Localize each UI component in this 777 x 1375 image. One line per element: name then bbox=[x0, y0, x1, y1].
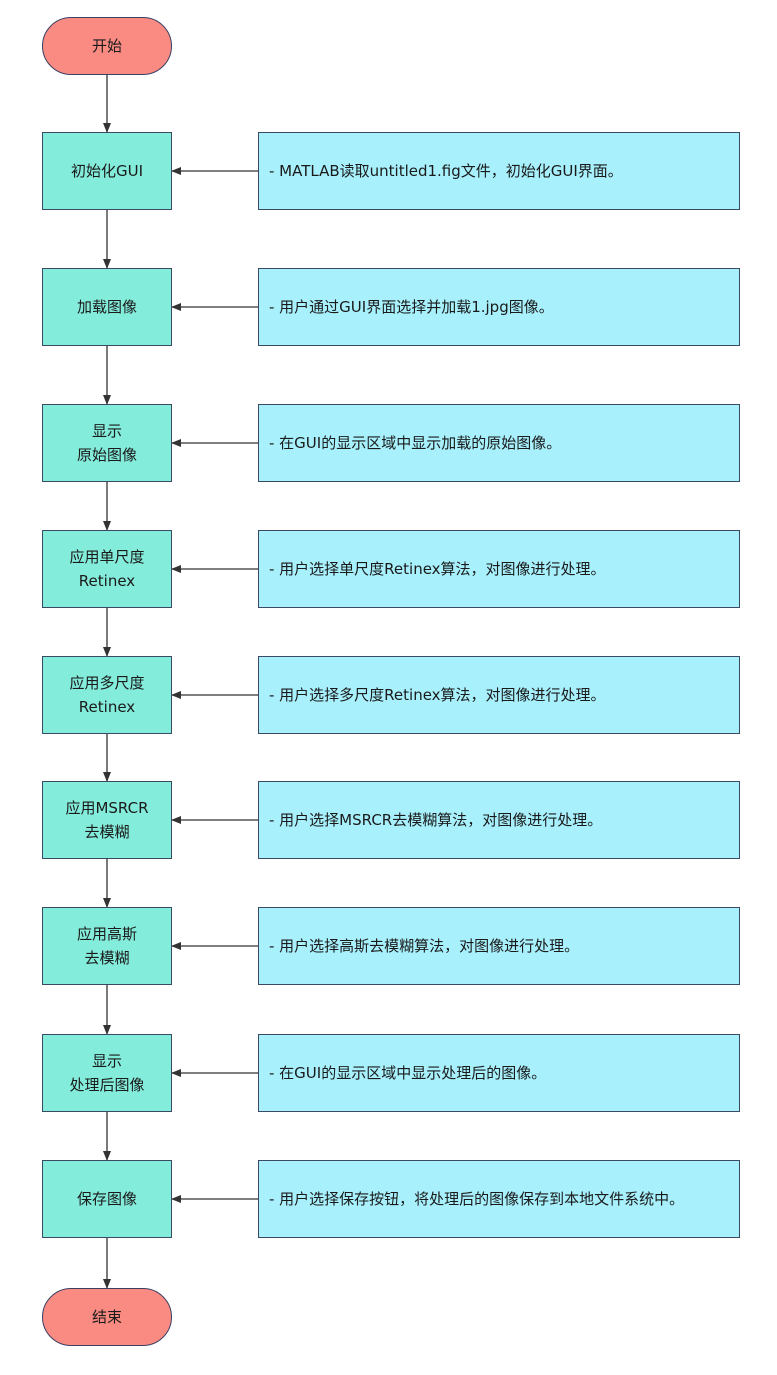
process-step: 应用单尺度 Retinex bbox=[42, 530, 172, 608]
process-step-label: 应用单尺度 Retinex bbox=[69, 548, 145, 590]
step-note: - 用户选择保存按钮，将处理后的图像保存到本地文件系统中。 bbox=[258, 1160, 740, 1238]
process-step-label: 应用高斯 去模糊 bbox=[76, 925, 137, 967]
step-note: - MATLAB读取untitled1.fig文件，初始化GUI界面。 bbox=[258, 132, 740, 210]
step-note-text: - 用户选择单尺度Retinex算法，对图像进行处理。 bbox=[269, 560, 606, 578]
process-step-label: 显示 原始图像 bbox=[76, 422, 137, 464]
process-step-label: 应用MSRCR 去模糊 bbox=[65, 799, 149, 841]
step-note: - 在GUI的显示区域中显示加载的原始图像。 bbox=[258, 404, 740, 482]
process-step: 显示 处理后图像 bbox=[42, 1034, 172, 1112]
process-step: 初始化GUI bbox=[42, 132, 172, 210]
process-step-label: 初始化GUI bbox=[70, 162, 144, 180]
process-step-label: 加载图像 bbox=[76, 298, 137, 316]
process-step-label: 显示 处理后图像 bbox=[69, 1052, 145, 1094]
process-step-label: 保存图像 bbox=[76, 1190, 137, 1208]
process-step: 应用高斯 去模糊 bbox=[42, 907, 172, 985]
process-step-label: 应用多尺度 Retinex bbox=[69, 674, 145, 716]
end-terminal: 结束 bbox=[42, 1288, 172, 1346]
process-step: 应用多尺度 Retinex bbox=[42, 656, 172, 734]
step-note-text: - 在GUI的显示区域中显示处理后的图像。 bbox=[269, 1064, 547, 1082]
start-label: 开始 bbox=[91, 37, 122, 55]
step-note-text: - 用户选择高斯去模糊算法，对图像进行处理。 bbox=[269, 937, 580, 955]
step-note: - 用户选择高斯去模糊算法，对图像进行处理。 bbox=[258, 907, 740, 985]
step-note: - 用户选择MSRCR去模糊算法，对图像进行处理。 bbox=[258, 781, 740, 859]
step-note: - 用户选择多尺度Retinex算法，对图像进行处理。 bbox=[258, 656, 740, 734]
step-note: - 用户选择单尺度Retinex算法，对图像进行处理。 bbox=[258, 530, 740, 608]
step-note: - 用户通过GUI界面选择并加载1.jpg图像。 bbox=[258, 268, 740, 346]
process-step: 应用MSRCR 去模糊 bbox=[42, 781, 172, 859]
process-step: 显示 原始图像 bbox=[42, 404, 172, 482]
step-note-text: - 用户选择MSRCR去模糊算法，对图像进行处理。 bbox=[269, 811, 603, 829]
process-step: 加载图像 bbox=[42, 268, 172, 346]
process-step: 保存图像 bbox=[42, 1160, 172, 1238]
step-note-text: - MATLAB读取untitled1.fig文件，初始化GUI界面。 bbox=[269, 162, 623, 180]
step-note: - 在GUI的显示区域中显示处理后的图像。 bbox=[258, 1034, 740, 1112]
step-note-text: - 用户通过GUI界面选择并加载1.jpg图像。 bbox=[269, 298, 554, 316]
step-note-text: - 用户选择保存按钮，将处理后的图像保存到本地文件系统中。 bbox=[269, 1190, 685, 1208]
step-note-text: - 用户选择多尺度Retinex算法，对图像进行处理。 bbox=[269, 686, 606, 704]
step-note-text: - 在GUI的显示区域中显示加载的原始图像。 bbox=[269, 434, 562, 452]
start-terminal: 开始 bbox=[42, 17, 172, 75]
end-label: 结束 bbox=[91, 1308, 122, 1326]
